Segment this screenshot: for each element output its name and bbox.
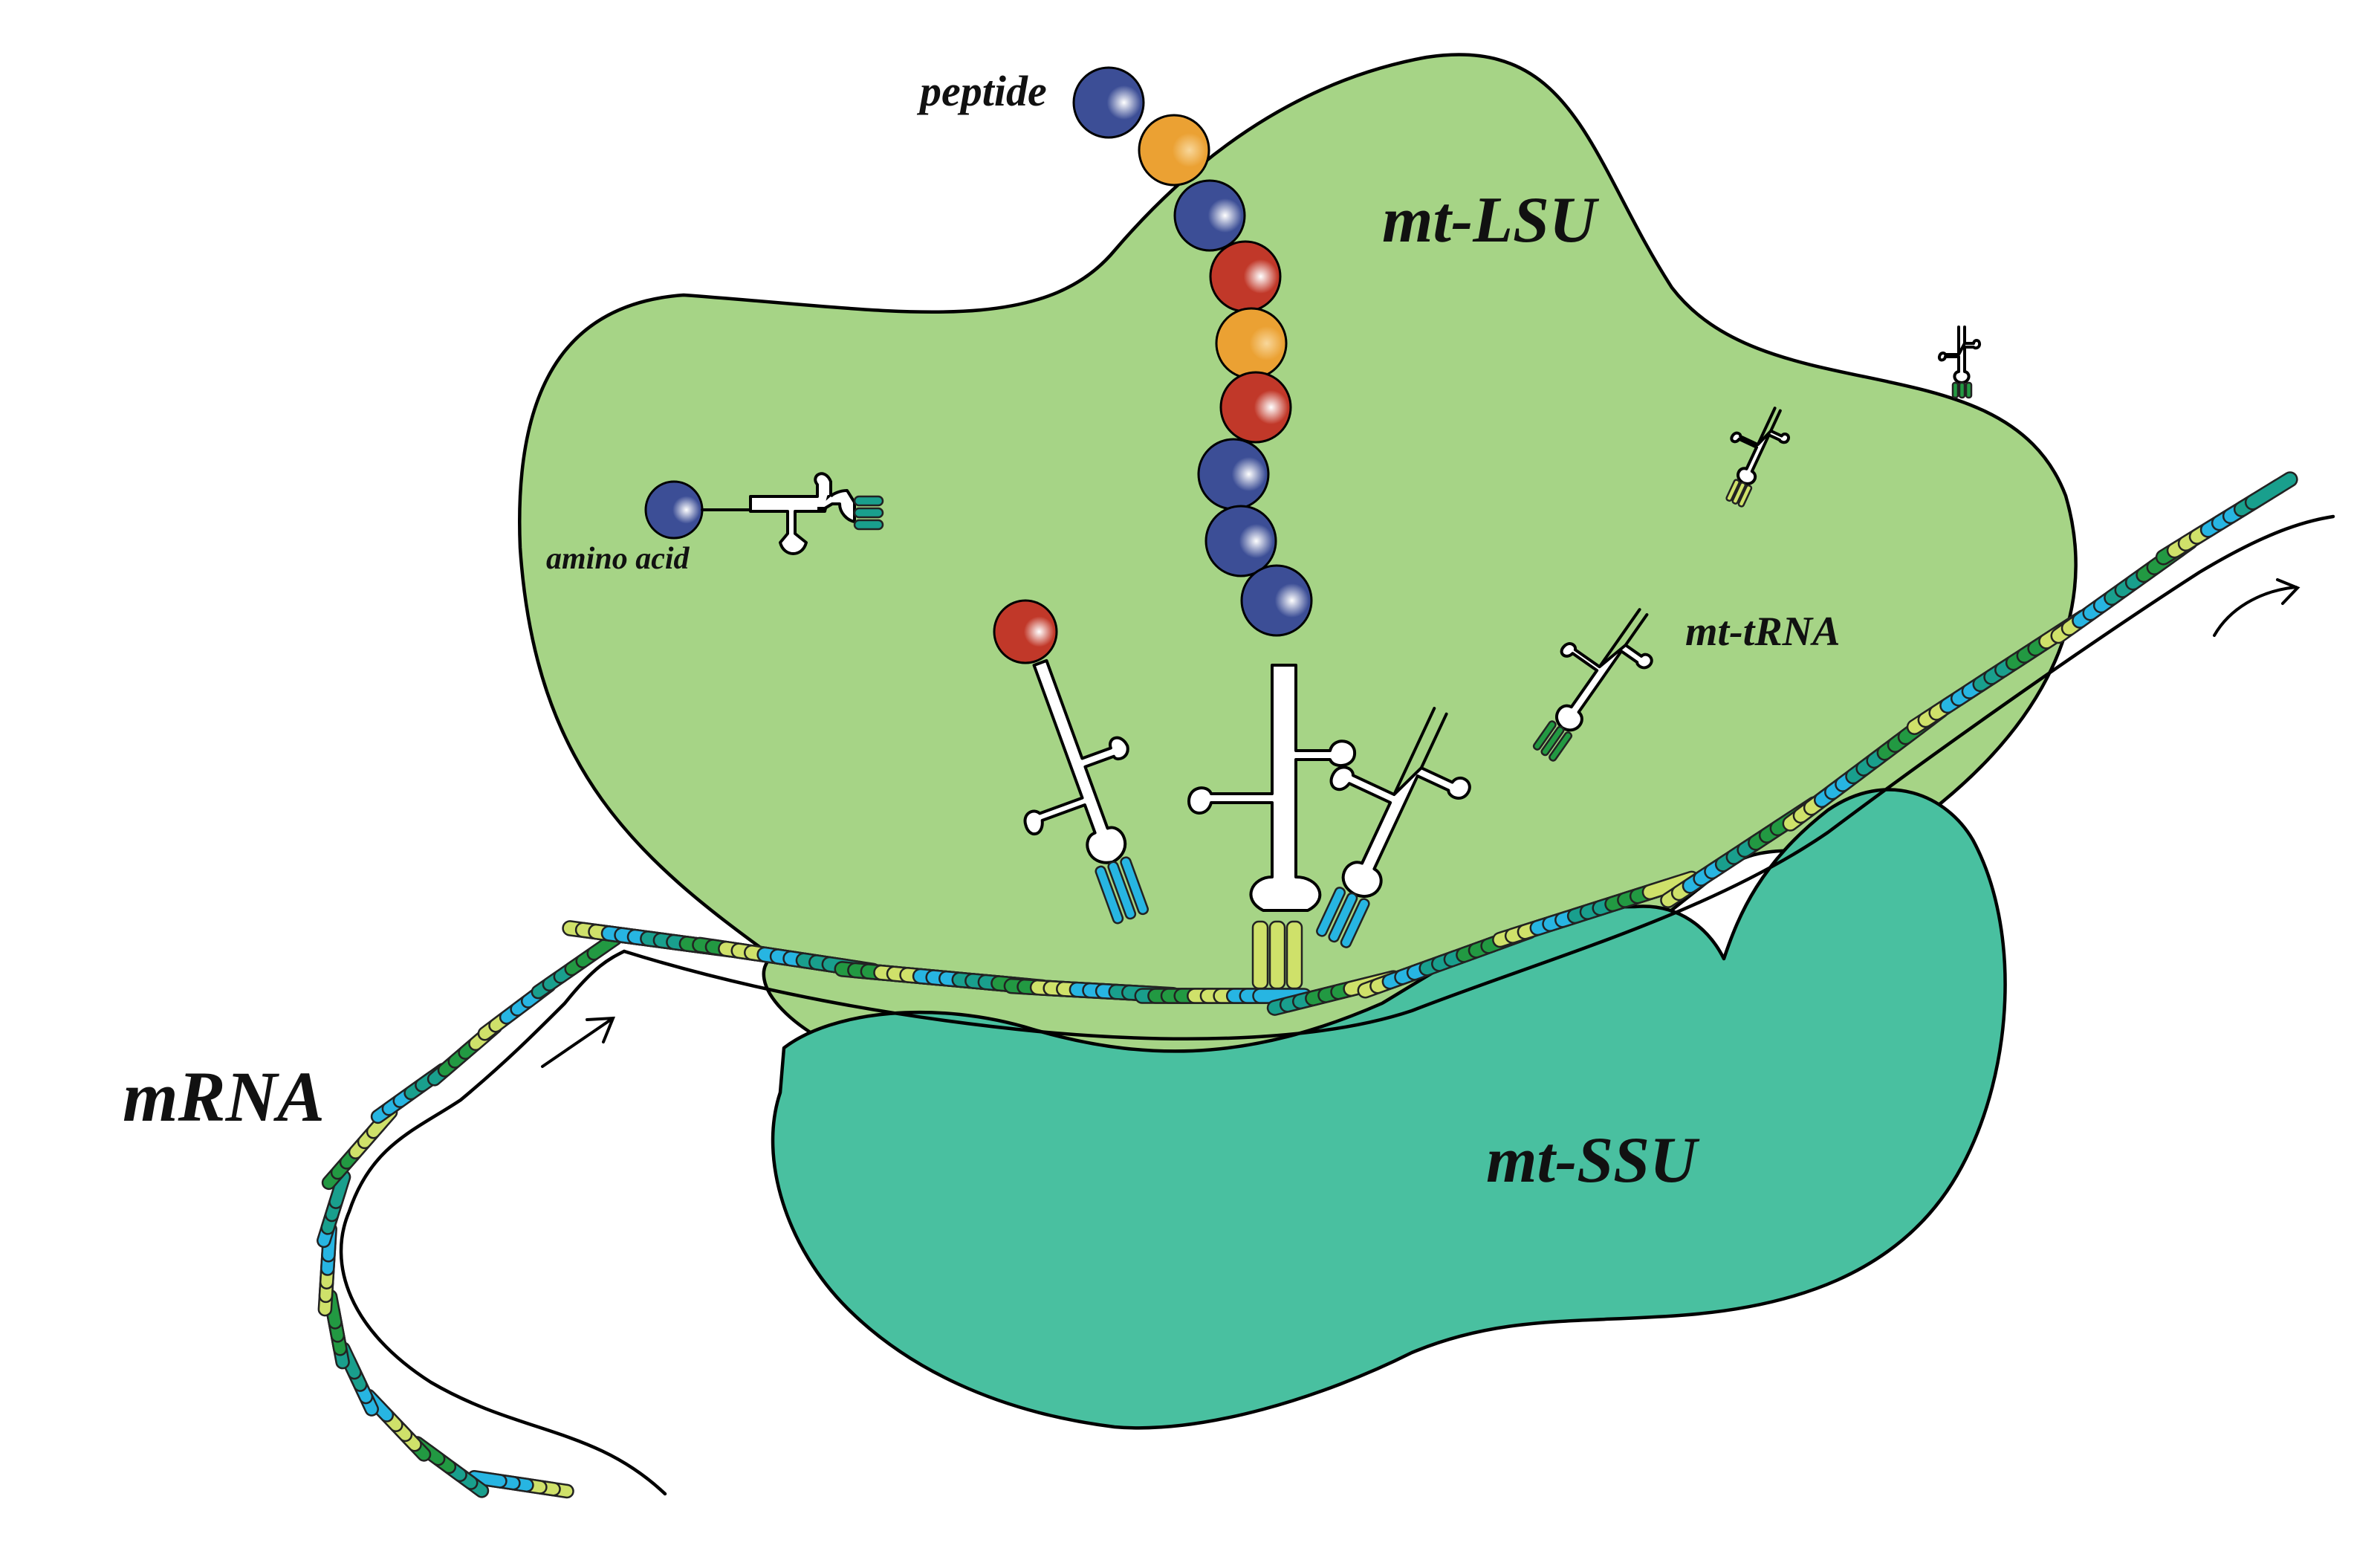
free-trna-anticodon-1 bbox=[853, 495, 884, 507]
free-trna-anticodon-2 bbox=[853, 507, 884, 519]
peptide-chain bbox=[1072, 66, 1313, 637]
incoming-amino-acid-residue bbox=[993, 599, 1058, 664]
mrna-backbone-left bbox=[339, 949, 667, 1496]
peptide-residue-7 bbox=[1197, 438, 1270, 511]
peptide-residue-2 bbox=[1138, 114, 1210, 187]
label-mrna: mRNA bbox=[123, 1057, 325, 1136]
ssu-subunit-shape bbox=[771, 788, 2007, 1430]
direction-arrow-right bbox=[2213, 578, 2300, 637]
peptide-residue-6 bbox=[1219, 371, 1292, 444]
incoming-aminoacyl-trna bbox=[993, 599, 1150, 925]
small-trna-yellow bbox=[1725, 407, 1790, 508]
peptide-residue-1 bbox=[1072, 66, 1145, 139]
peptide-residue-3 bbox=[1173, 179, 1246, 252]
label-amino-acid: amino acid bbox=[546, 542, 690, 576]
free-trna-anticodon-3 bbox=[853, 519, 884, 531]
free-amino-acid-residue bbox=[644, 480, 704, 540]
incoming-trna-body bbox=[1023, 658, 1150, 925]
label-mt-trna: mt-tRNA bbox=[1685, 609, 1840, 655]
peptide-residue-8 bbox=[1204, 505, 1277, 577]
small-trna-green bbox=[1937, 326, 1982, 399]
p-site-trna bbox=[1187, 664, 1357, 990]
labelled-mt-trna bbox=[1532, 608, 1653, 762]
mrna-nucleotide bbox=[2244, 471, 2298, 511]
mrna-bases bbox=[317, 471, 2298, 1499]
mrna-backbone-main bbox=[622, 514, 2335, 1041]
mrna-strand bbox=[339, 514, 2335, 1496]
label-mt-lsu: mt-LSU bbox=[1382, 184, 1600, 256]
label-peptide: peptide bbox=[916, 67, 1047, 115]
p-site-trna-body bbox=[1187, 664, 1357, 912]
direction-arrow-left bbox=[541, 1016, 616, 1068]
peptide-residue-5 bbox=[1215, 307, 1288, 380]
e-site-trna bbox=[1316, 707, 1471, 948]
free-trna-body bbox=[749, 472, 832, 555]
label-mt-ssu: mt-SSU bbox=[1486, 1124, 1700, 1197]
free-trna-with-amino-acid bbox=[644, 472, 884, 555]
peptide-residue-9 bbox=[1240, 564, 1313, 637]
peptide-residue-4 bbox=[1209, 240, 1282, 313]
